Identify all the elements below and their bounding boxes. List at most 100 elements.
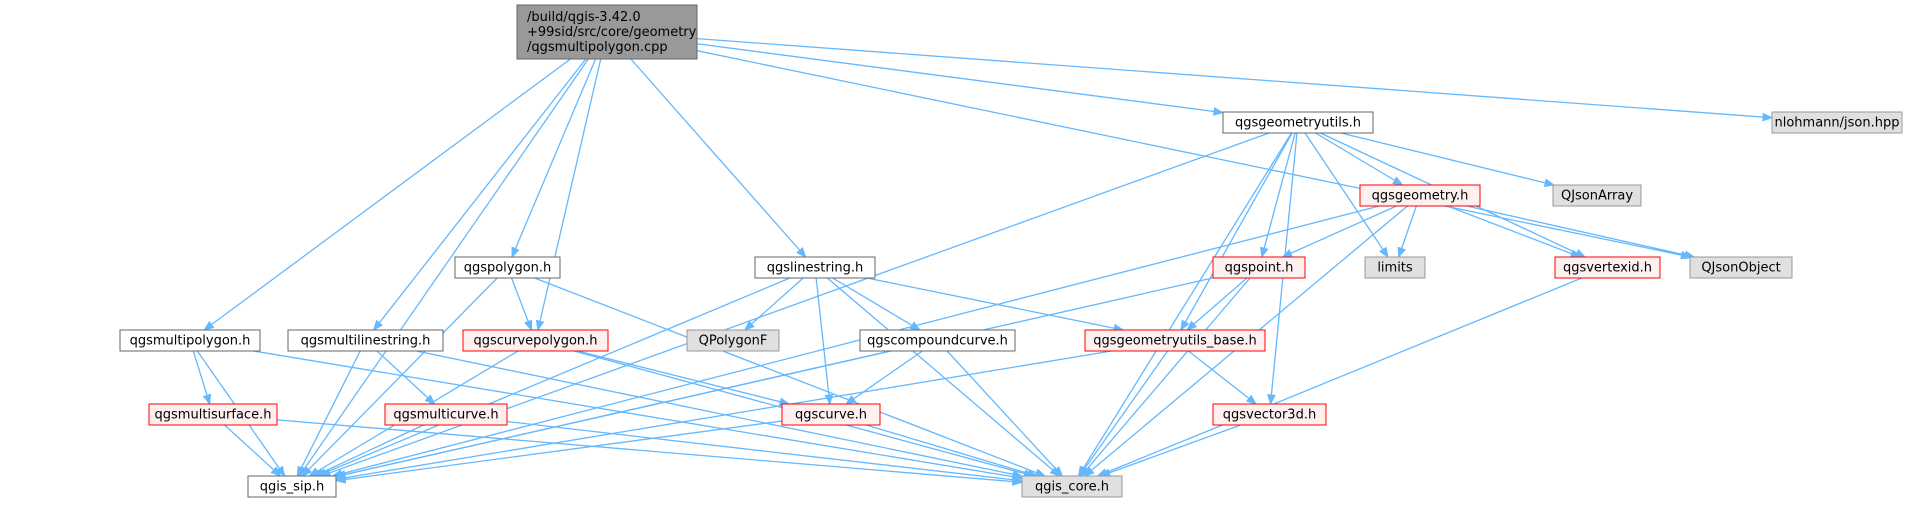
edge-arrowhead-icon xyxy=(1379,246,1389,259)
edge-arrowhead-icon xyxy=(535,319,545,332)
node-box[interactable] xyxy=(686,329,780,352)
node-box[interactable] xyxy=(1689,256,1793,279)
edge-compoundcurve-to-curve xyxy=(845,350,923,405)
node-box[interactable] xyxy=(454,256,561,279)
node-label: qgscurvepolygon.h xyxy=(473,334,597,349)
edge-geomutilsbase-to-core xyxy=(1078,350,1169,478)
edge-arrowhead-icon xyxy=(275,465,286,478)
node-curve[interactable]: qgscurve.h xyxy=(781,403,881,426)
edge-line xyxy=(211,58,571,326)
edge-arrowhead-icon xyxy=(909,321,922,331)
edge-geometry-to-point xyxy=(1281,205,1397,258)
edge-line xyxy=(815,277,830,396)
node-point[interactable]: qgspoint.h xyxy=(1212,256,1306,279)
node-core[interactable]: qgis_core.h xyxy=(1021,475,1123,498)
node-box[interactable] xyxy=(516,4,698,60)
node-multilinestring[interactable]: qgsmultilinestring.h xyxy=(287,329,444,352)
node-limits[interactable]: limits xyxy=(1364,256,1426,279)
node-label: QJsonArray xyxy=(1561,189,1633,204)
edge-linestring-to-core xyxy=(826,277,1061,477)
node-polygon[interactable]: qgspolygon.h xyxy=(454,256,561,279)
node-box[interactable] xyxy=(247,475,337,498)
node-label: QPolygonF xyxy=(699,334,768,349)
edge-arrowhead-icon xyxy=(1012,475,1024,484)
node-box[interactable] xyxy=(1359,184,1481,207)
edge-arrowhead-icon xyxy=(1397,246,1406,259)
edge-line xyxy=(1188,350,1250,399)
edge-geomutils-to-geomutilsbase xyxy=(1180,132,1293,332)
edge-geometry-to-limits xyxy=(1397,205,1417,259)
node-label: qgis_sip.h xyxy=(260,480,324,495)
node-box[interactable] xyxy=(119,329,261,352)
node-qpolygonf[interactable]: QPolygonF xyxy=(686,329,780,352)
node-box[interactable] xyxy=(754,256,876,279)
node-box[interactable] xyxy=(1212,403,1327,426)
edge-root-to-multipolygon xyxy=(203,58,571,331)
edge-vertexid-to-core xyxy=(1096,277,1583,477)
edge-line xyxy=(539,58,602,322)
node-linestring[interactable]: qgslinestring.h xyxy=(754,256,876,279)
edge-line xyxy=(1290,205,1397,254)
node-box[interactable] xyxy=(859,329,1016,352)
node-label: qgsgeometryutils.h xyxy=(1235,116,1361,131)
node-sip[interactable]: qgis_sip.h xyxy=(247,475,337,498)
edge-line xyxy=(577,350,781,403)
node-box[interactable] xyxy=(1554,256,1661,279)
node-label: qgsmultisurface.h xyxy=(155,408,272,423)
node-qjsonobject[interactable]: QJsonObject xyxy=(1689,256,1793,279)
node-label: qgsgeometryutils_base.h xyxy=(1093,334,1256,349)
node-geometry[interactable]: qgsgeometry.h xyxy=(1359,184,1481,207)
edge-multicurve-to-core xyxy=(506,420,1024,484)
edge-root-to-curvepolygon xyxy=(535,58,602,332)
node-box[interactable] xyxy=(148,403,278,426)
edge-root-to-polygon xyxy=(511,58,597,259)
node-label: qgsvertexid.h xyxy=(1563,261,1652,276)
edge-root-to-linestring xyxy=(630,58,807,259)
edge-arrowhead-icon xyxy=(1392,176,1404,186)
edge-arrowhead-icon xyxy=(203,320,215,331)
edge-line xyxy=(253,350,1014,478)
edge-line xyxy=(1084,350,1169,470)
edge-curve-to-sip xyxy=(334,420,783,484)
edge-line xyxy=(303,58,589,469)
node-multisurface[interactable]: qgsmultisurface.h xyxy=(148,403,278,426)
node-box[interactable] xyxy=(1021,475,1123,498)
node-json[interactable]: nlohmann/json.hpp xyxy=(1771,111,1903,134)
node-qjsonarray[interactable]: QJsonArray xyxy=(1552,184,1642,207)
node-box[interactable] xyxy=(462,329,609,352)
node-box[interactable] xyxy=(1222,111,1374,134)
node-geomutils[interactable]: qgsgeometryutils.h xyxy=(1222,111,1374,134)
edge-multilinestring-to-sip xyxy=(296,350,361,478)
node-geomutilsbase[interactable]: qgsgeometryutils_base.h xyxy=(1084,329,1266,352)
node-vector3d[interactable]: qgsvector3d.h xyxy=(1212,403,1327,426)
edge-arrowhead-icon xyxy=(1052,466,1064,477)
edge-line xyxy=(1315,132,1396,181)
node-box[interactable] xyxy=(1552,184,1642,207)
node-vertexid[interactable]: qgsvertexid.h xyxy=(1554,256,1661,279)
node-curvepolygon[interactable]: qgscurvepolygon.h xyxy=(462,329,609,352)
edge-arrowhead-icon xyxy=(301,466,313,477)
node-box[interactable] xyxy=(287,329,444,352)
edge-line xyxy=(865,424,1029,475)
node-box[interactable] xyxy=(1771,111,1903,134)
edge-line xyxy=(344,350,1112,479)
node-box[interactable] xyxy=(781,403,881,426)
edge-vector3d-to-core xyxy=(1099,424,1241,477)
node-label: qgis_core.h xyxy=(1035,480,1109,495)
edge-line xyxy=(630,58,801,251)
node-box[interactable] xyxy=(1084,329,1266,352)
edge-arrowhead-icon xyxy=(524,319,533,332)
node-root[interactable]: /build/qgis-3.42.0+99sid/src/core/geomet… xyxy=(516,4,698,60)
node-compoundcurve[interactable]: qgscompoundcurve.h xyxy=(859,329,1016,352)
edge-arrowhead-icon xyxy=(1260,246,1269,259)
node-multicurve[interactable]: qgsmulticurve.h xyxy=(384,403,508,426)
edge-polygon-to-sip xyxy=(301,277,498,477)
node-box[interactable] xyxy=(384,403,508,426)
node-box[interactable] xyxy=(1212,256,1306,279)
edge-line xyxy=(325,277,791,474)
node-label: qgsmulticurve.h xyxy=(393,408,498,423)
edge-curve-to-core xyxy=(865,424,1039,478)
node-multipolygon[interactable]: qgsmultipolygon.h xyxy=(119,329,261,352)
node-box[interactable] xyxy=(1364,256,1426,279)
